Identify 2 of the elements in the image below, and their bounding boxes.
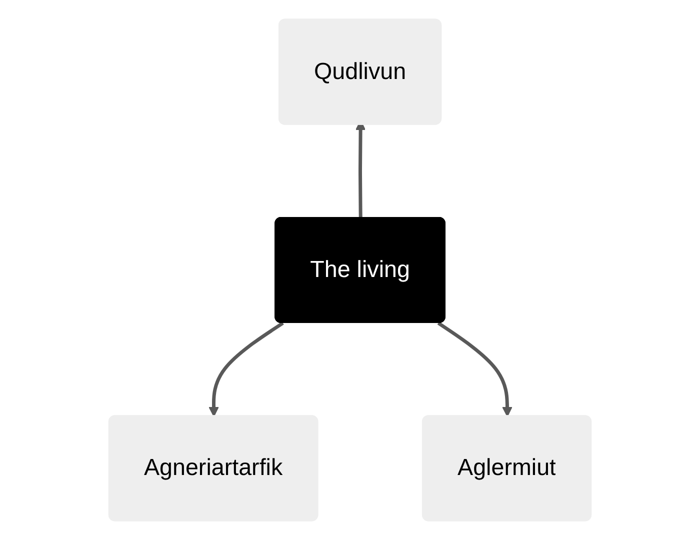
- arrow: [437, 322, 512, 417]
- arrow: [208, 322, 284, 417]
